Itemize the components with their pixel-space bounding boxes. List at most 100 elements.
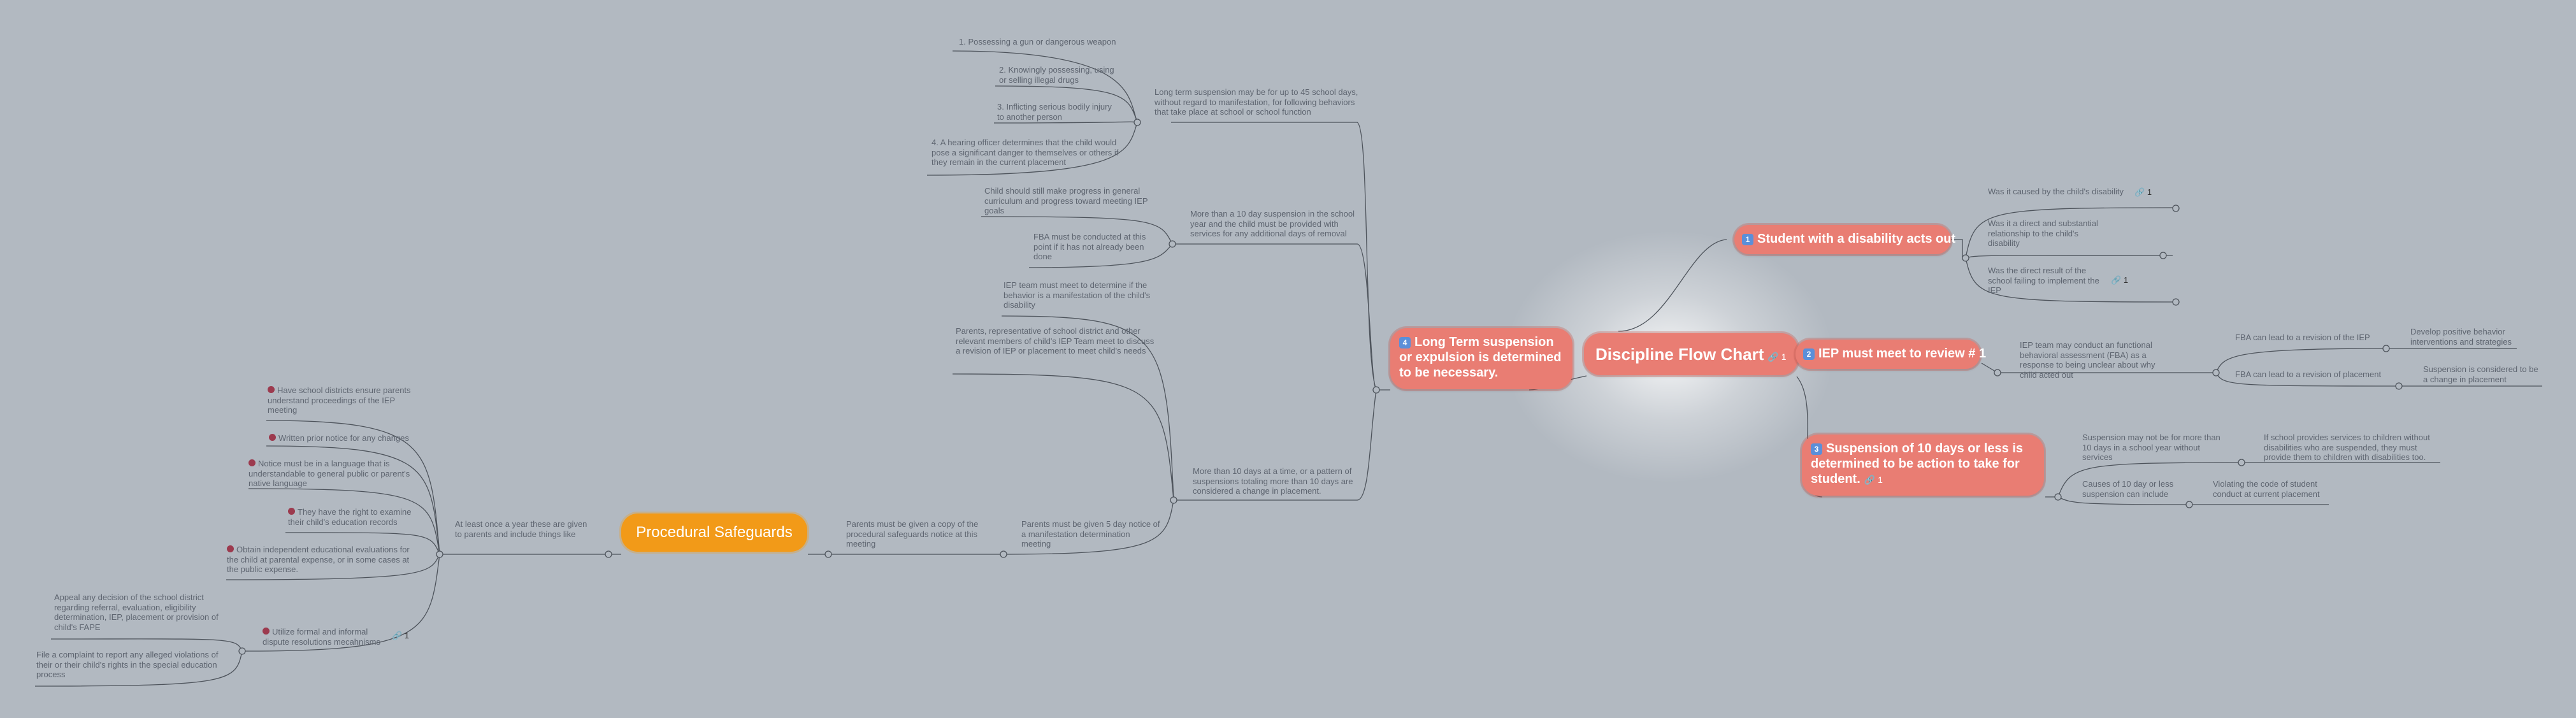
text: Develop positive behavior interventions …: [2410, 327, 2512, 347]
procedural-item-4[interactable]: They have the right to examine their chi…: [288, 507, 422, 527]
iep-child[interactable]: IEP team may conduct an functional behav…: [2020, 340, 2160, 380]
longterm-b-item-1[interactable]: Child should still make progress in gene…: [984, 186, 1156, 216]
suspension-c2-result[interactable]: Violating the code of student conduct at…: [2213, 479, 2334, 499]
text: 1. Possessing a gun or dangerous weapon: [959, 37, 1116, 47]
iep-fba-1[interactable]: FBA can lead to a revision of the IEP: [2235, 333, 2382, 343]
text: Was it a direct and substantial relation…: [1988, 219, 2098, 248]
link-icon[interactable]: 🔗 1: [1767, 352, 1787, 362]
procedural-p2[interactable]: Parents must be given a copy of the proc…: [846, 519, 986, 549]
topic-suspension-label: Suspension of 10 days or less is determi…: [1811, 442, 2024, 486]
dispute-item-2[interactable]: File a complaint to report any alleged v…: [36, 650, 227, 680]
procedural-p1[interactable]: Parents must be given 5 day notice of a …: [1021, 519, 1162, 549]
root-topic[interactable]: Discipline Flow Chart🔗 1: [1584, 333, 1798, 375]
text: Was it caused by the child's disability: [1988, 187, 2124, 196]
suspension-c1-result[interactable]: If school provides services to children …: [2264, 433, 2442, 463]
text: Parents, representative of school distri…: [956, 326, 1155, 355]
text: Written prior notice for any changes: [278, 433, 409, 443]
procedural-p3[interactable]: At least once a year these are given to …: [455, 519, 595, 539]
text: They have the right to examine their chi…: [288, 507, 412, 527]
topic-student-label: Student with a disability acts out: [1757, 232, 1956, 246]
bullet-icon: [268, 386, 275, 393]
text: Have school districts ensure parents und…: [268, 385, 411, 415]
text: Child should still make progress in gene…: [984, 186, 1148, 215]
procedural-item-1[interactable]: Have school districts ensure parents und…: [268, 385, 421, 415]
text: More than 10 days at a time, or a patter…: [1193, 466, 1353, 496]
topic-longterm-label: Long Term suspension or expulsion is det…: [1399, 335, 1562, 380]
text: Suspension is considered to be a change …: [2423, 364, 2538, 384]
link-icon[interactable]: 🔗 1: [392, 631, 410, 640]
text: 3. Inflicting serious bodily injury to a…: [997, 102, 1112, 122]
longterm-a-item-2[interactable]: 2. Knowingly possessing, using or sellin…: [999, 65, 1120, 85]
suspension-c1[interactable]: Suspension may not be for more than 10 d…: [2082, 433, 2229, 463]
text: Causes of 10 day or less suspension can …: [2082, 479, 2174, 499]
link-count: 1: [404, 631, 410, 640]
longterm-c-item-1[interactable]: IEP team must meet to determine if the b…: [1004, 280, 1156, 310]
link-count: 1: [1878, 475, 1883, 485]
link-count: 1: [1781, 352, 1787, 362]
topic-student[interactable]: 1 Student with a disability acts out: [1734, 225, 1955, 254]
text: If school provides services to children …: [2264, 433, 2430, 462]
link-icon[interactable]: 🔗 1: [2134, 187, 2152, 197]
link-icon[interactable]: 🔗 1: [2111, 275, 2129, 285]
text: Long term suspension may be for up to 45…: [1155, 87, 1358, 117]
longterm-a[interactable]: Long term suspension may be for up to 45…: [1155, 87, 1358, 117]
suspension-c2[interactable]: Causes of 10 day or less suspension can …: [2082, 479, 2184, 499]
text: At least once a year these are given to …: [455, 519, 587, 539]
link-count: 1: [2147, 187, 2152, 197]
procedural-item-3[interactable]: Notice must be in a language that is und…: [248, 459, 414, 489]
text: Appeal any decision of the school distri…: [54, 592, 219, 632]
link-icon[interactable]: 🔗 1: [1864, 475, 1883, 485]
longterm-a-item-1[interactable]: 1. Possessing a gun or dangerous weapon: [959, 37, 1131, 47]
procedural-item-2[interactable]: Written prior notice for any changes: [269, 433, 422, 443]
topic-procedural-safeguards[interactable]: Procedural Safeguards: [621, 513, 807, 552]
student-child-2[interactable]: Was it a direct and substantial relation…: [1988, 219, 2109, 248]
longterm-b[interactable]: More than a 10 day suspension in the sch…: [1190, 209, 1359, 239]
bullet-icon: [269, 434, 276, 441]
procedural-item-6[interactable]: Utilize formal and informal dispute reso…: [263, 627, 390, 647]
number-badge-icon: 2: [1803, 348, 1815, 360]
link-count: 1: [2123, 275, 2129, 285]
longterm-b-item-2[interactable]: FBA must be conducted at this point if i…: [1033, 232, 1155, 262]
number-badge-icon: 1: [1742, 234, 1753, 245]
iep-fba-1-result[interactable]: Develop positive behavior interventions …: [2410, 327, 2519, 347]
procedural-item-5[interactable]: Obtain independent educational evaluatio…: [227, 545, 418, 575]
text: FBA can lead to a revision of placement: [2235, 370, 2382, 379]
number-badge-icon: 3: [1811, 443, 1822, 455]
number-badge-icon: 4: [1399, 337, 1411, 348]
bullet-icon: [288, 508, 295, 515]
topic-iep-label: IEP must meet to review # 1: [1818, 347, 1987, 361]
text: Was the direct result of the school fail…: [1988, 266, 2099, 295]
text: FBA must be conducted at this point if i…: [1033, 232, 1146, 261]
bullet-icon: [227, 545, 234, 552]
text: IEP team may conduct an functional behav…: [2020, 340, 2155, 380]
longterm-a-item-3[interactable]: 3. Inflicting serious bodily injury to a…: [997, 102, 1118, 122]
iep-fba-2-result[interactable]: Suspension is considered to be a change …: [2423, 364, 2544, 384]
student-child-1[interactable]: Was it caused by the child's disability: [1988, 187, 2154, 197]
text: File a complaint to report any alleged v…: [36, 650, 219, 679]
text: Parents must be given 5 day notice of a …: [1021, 519, 1160, 549]
bullet-icon: [263, 628, 270, 635]
iep-fba-2[interactable]: FBA can lead to a revision of placement: [2235, 370, 2394, 380]
root-label: Discipline Flow Chart: [1595, 345, 1764, 364]
procedural-label: Procedural Safeguards: [636, 524, 793, 541]
longterm-a-item-4[interactable]: 4. A hearing officer determines that the…: [932, 138, 1123, 168]
text: Obtain independent educational evaluatio…: [227, 545, 410, 574]
text: FBA can lead to a revision of the IEP: [2235, 333, 2370, 342]
text: 4. A hearing officer determines that the…: [932, 138, 1119, 167]
text: Suspension may not be for more than 10 d…: [2082, 433, 2220, 462]
text: Parents must be given a copy of the proc…: [846, 519, 979, 549]
text: More than a 10 day suspension in the sch…: [1190, 209, 1355, 238]
dispute-item-1[interactable]: Appeal any decision of the school distri…: [54, 592, 226, 632]
longterm-c[interactable]: More than 10 days at a time, or a patter…: [1193, 466, 1362, 496]
bullet-icon: [248, 459, 255, 466]
text: Utilize formal and informal dispute reso…: [263, 627, 380, 647]
text: Violating the code of student conduct at…: [2213, 479, 2320, 499]
text: 2. Knowingly possessing, using or sellin…: [999, 65, 1114, 85]
text: IEP team must meet to determine if the b…: [1004, 280, 1151, 310]
longterm-c-item-2[interactable]: Parents, representative of school distri…: [956, 326, 1160, 356]
student-child-3[interactable]: Was the direct result of the school fail…: [1988, 266, 2109, 296]
